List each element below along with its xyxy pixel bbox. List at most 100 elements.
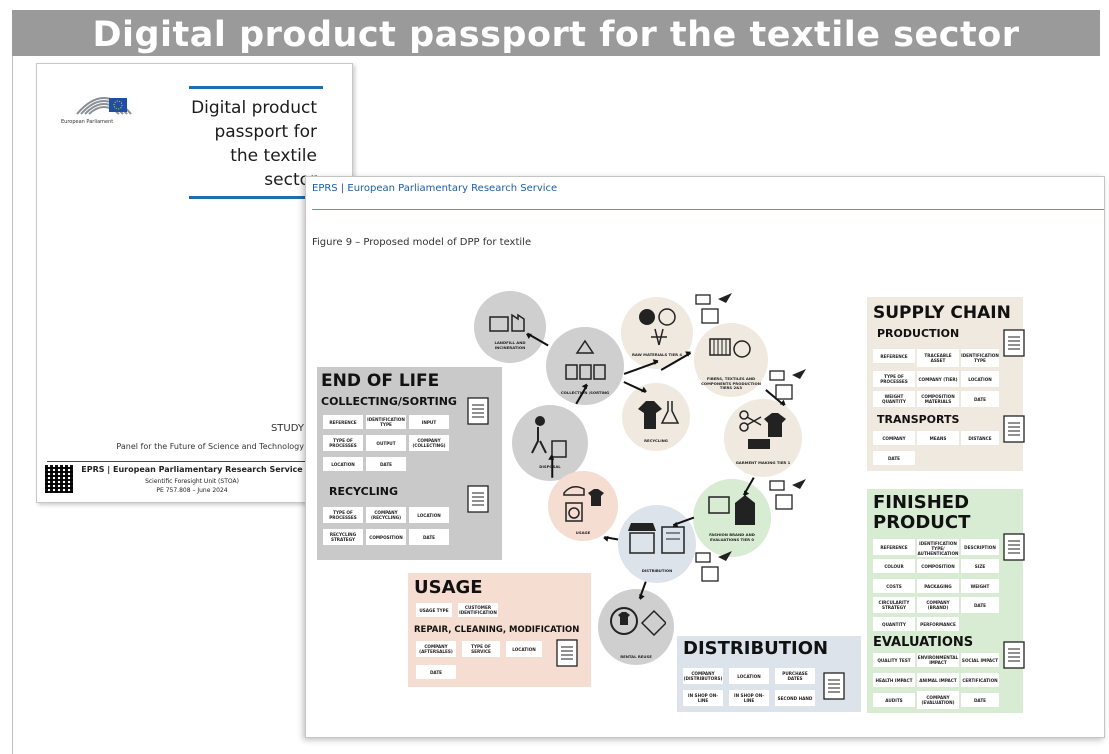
field-cell: PURCHASE DATES [775,668,815,684]
document-icon [467,485,489,513]
field-cell: WEIGHT QUANTITY [873,391,915,407]
field-cell: SECOND HAND [775,690,815,706]
field-cell: COMPOSITION [917,559,959,573]
field-cell: ANIMAL IMPACT [917,673,959,687]
document-icon [1003,329,1025,357]
panel-title: USAGE [414,577,483,598]
field-cell: COLOUR [873,559,915,573]
field-cell: DESCRIPTION [961,539,999,555]
field-cell: COMPANY (BRAND) [917,597,959,613]
field-cell: PERFORMANCE [917,617,959,631]
reference-label: PE 757.808 – June 2024 [156,487,228,494]
recycle-shirt-icon [638,401,680,429]
cycle-label: COLLECTION /SORTING [560,390,610,395]
rent-sign-icon [610,607,666,637]
field-cell: TRACEABLE ASSET [917,349,959,367]
field-cell: LOCATION [409,507,449,523]
study-cover-page: European Parliament Digital product pass… [36,63,353,503]
transport-icon [769,369,806,400]
panel-section: PRODUCTION [877,327,960,340]
panel-section: TRANSPORTS [877,413,960,426]
field-cell: MEANS [917,431,959,445]
field-cell: AUDITS [873,693,915,707]
panel-label: Panel for the Future of Science and Tech… [116,442,304,451]
cycle-arrow [551,455,553,478]
panel-section: REPAIR, CLEANING, MODIFICATION [414,625,580,635]
field-cell: DATE [416,665,456,679]
end-of-life-panel: END OF LIFE COLLECTING/SORTING REFERENCE… [317,367,502,560]
disposal-circle: DISPOSAL [512,405,588,481]
cycle-label: GARMENT MAKING TIER 1 [735,460,791,465]
document-icon [1003,641,1025,669]
cover-bottom-rule [189,196,323,199]
ep-logo-label: European Parliament [61,119,114,125]
cycle-label: DISPOSAL [539,464,561,469]
field-cell: COMPANY (TIER) [917,371,959,387]
field-cell: LOCATION [961,371,999,387]
figure-caption: Figure 9 – Proposed model of DPP for tex… [312,237,532,248]
recycle-bins-icon [565,339,606,380]
field-cell: QUALITY TEST [873,653,915,667]
field-cell: COMPANY (AFTERSALES) [416,641,456,657]
transport-icon [695,551,732,582]
study-label: STUDY [270,423,304,434]
qr-code-icon [45,465,73,493]
cycle-label: USAGE [575,530,591,535]
field-cell: DATE [873,451,915,465]
unit-label: Scientific Foresight Unit (STOA) [145,478,239,485]
fibers-circle: FIBERS, TEXTILES AND COMPONENTS PRODUCTI… [694,323,768,397]
frame-line [12,56,13,754]
field-cell: INPUT [409,415,449,429]
service-label: EPRS | European Parliamentary Research S… [81,465,303,474]
transport-icon [769,479,806,510]
collection-circle: COLLECTION /SORTING [546,327,624,405]
cycle-label: DISTRIBUTION [641,568,673,573]
fashion-brand-circle: FASHION BRAND AND EVALUATIONS TIER 0 [693,479,771,557]
panel-section: EVALUATIONS [873,635,974,650]
field-cell: COMPOSITION [366,529,406,545]
document-icon [1003,415,1025,443]
field-cell: CERTIFICATION [961,673,999,687]
field-cell: COMPANY [873,431,915,445]
field-cell: DISTANCE [961,431,999,445]
field-cell: LOCATION [506,641,542,657]
supply-chain-panel: SUPPLY CHAIN PRODUCTION REFERENCE TRACEA… [867,297,1025,471]
field-cell: DATE [961,693,999,707]
field-cell: CIRCULARITY STRATEGY [873,597,915,613]
field-cell: RECYCLING STRATEGY [323,529,363,545]
field-cell: PACKAGING [917,579,959,593]
field-cell: QUANTITY [873,617,915,631]
panel-section: RECYCLING [329,485,399,498]
garment-circle: GARMENT MAKING TIER 1 [724,399,802,477]
field-cell: DATE [961,597,999,613]
field-cell: COMPOSITION MATERIALS [917,391,959,407]
footer-rule [47,461,307,462]
usage-circle: USAGE [548,471,618,541]
cover-title-line: the textile [230,146,317,166]
panel-title: END OF LIFE [321,371,440,391]
cycle-label: RAW MATERIALS TIER 4 [631,352,683,357]
european-parliament-logo [76,97,132,115]
cover-title-line: passport for [214,122,317,142]
field-cell: CUSTOMER IDENTIFICATION [458,603,498,617]
shop-icon [628,523,685,554]
document-icon [1003,533,1025,561]
cover-title: Digital product passport for the textile… [187,96,317,192]
field-cell: REFERENCE [323,415,363,429]
field-cell: IDENTIFICATION TYPE/ AUTHENTICATION [917,539,959,557]
field-cell: TYPE OF SERVICE [462,641,500,657]
cycle-arrow [604,536,619,541]
usage-panel: USAGE USAGE TYPE CUSTOMER IDENTIFICATION… [408,573,591,687]
field-cell: COMPANY (DISTRIBUTORS) [683,668,723,684]
panel-title: PRODUCT [873,512,971,533]
field-cell: IDENTIFICATION TYPE [961,349,999,367]
field-cell: ENVIRONMENTAL IMPACT [917,653,959,667]
field-cell: IDENTIFICATION TYPE [366,415,406,429]
panel-title: SUPPLY CHAIN [873,303,1011,323]
field-cell: TYPE OF PROCESSES [323,507,363,523]
distribution-circle: DISTRIBUTION [618,505,696,583]
field-cell: COMPANY (COLLECTING) [409,435,449,451]
slide-title: Digital product passport for the textile… [12,10,1100,56]
finished-product-panel: FINISHED PRODUCT REFERENCE IDENTIFICATIO… [867,489,1025,713]
scissors-shirt-icon [739,410,786,449]
